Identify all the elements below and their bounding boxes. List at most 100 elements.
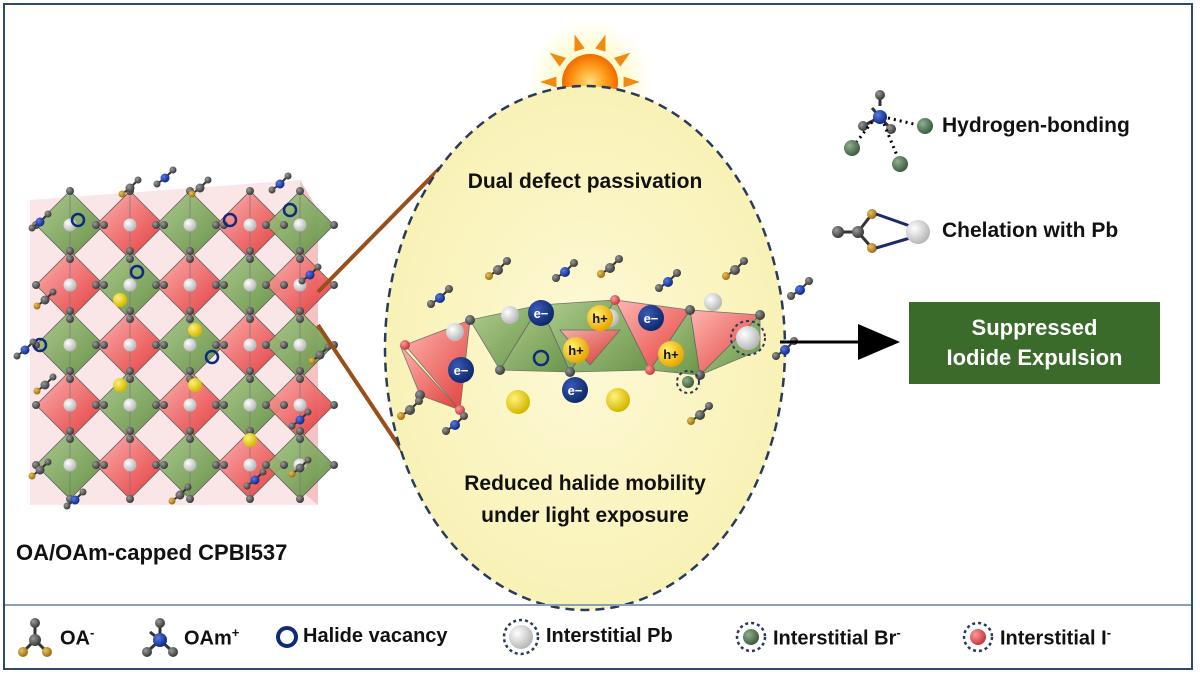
legend-oam: OAm+ (184, 625, 239, 651)
ligand-atom (397, 412, 405, 420)
halide-atom (296, 307, 304, 315)
hydrogen-bond-icon (844, 90, 933, 172)
cs-atom (113, 293, 127, 307)
pb-atom (243, 338, 257, 352)
ligand-atom (168, 497, 176, 505)
legend-int-br-text: Interstitial Br (773, 627, 897, 650)
halide-atom (152, 401, 160, 409)
pb-atom (63, 398, 77, 412)
sun-ray (613, 52, 631, 67)
halide-atom (126, 247, 134, 255)
ligand-atom (49, 288, 57, 296)
ligand-atom (560, 267, 570, 277)
halide-atom (186, 307, 194, 315)
ligand-atom (570, 259, 578, 267)
slab-pb (501, 306, 519, 324)
electron-label: e− (534, 306, 549, 321)
hole-label: h+ (592, 311, 608, 326)
ligand-atom (663, 277, 673, 287)
halide-atom (212, 401, 220, 409)
halide-atom (280, 281, 288, 289)
vacancy-ring (222, 212, 238, 228)
halide-atom (246, 495, 254, 503)
interstitial-i-icon (962, 621, 994, 653)
ligand-atom (79, 488, 87, 496)
hole (658, 341, 684, 367)
halide-atom (66, 315, 74, 323)
ligand-atom (442, 427, 450, 435)
halide-atom (160, 281, 168, 289)
sun-ray (595, 34, 606, 52)
ligand-atom (730, 265, 740, 275)
result-box: Suppressed Iodide Expulsion (909, 302, 1160, 384)
halide-atom (186, 495, 194, 503)
halide-atom (126, 367, 134, 375)
halide-atom (330, 221, 338, 229)
interstitial-pb (736, 326, 760, 350)
pb-atom (63, 278, 77, 292)
legend-int-br: Interstitial Br- (773, 625, 901, 651)
legend-oa-sup: - (90, 625, 95, 640)
pb-atom (243, 278, 257, 292)
halide-atom (296, 427, 304, 435)
halide-atom (246, 307, 254, 315)
pb-atom (243, 398, 257, 412)
halide-atom (246, 375, 254, 383)
ligand-atom (118, 190, 126, 198)
ligand-atom (49, 373, 57, 381)
interstitial-pb-icon (502, 618, 540, 656)
ligand-atom (153, 180, 161, 188)
cs-atom (506, 390, 530, 414)
halide-atom (220, 341, 228, 349)
halide-atom (330, 461, 338, 469)
ligand-atom (63, 502, 71, 510)
cs-atom (188, 323, 202, 337)
interstitial-ring (730, 320, 766, 356)
halide-atom (100, 401, 108, 409)
halide-atom (280, 221, 288, 229)
ligand-atom (295, 415, 305, 425)
halide-atom (296, 247, 304, 255)
mobility-caption-line2: under light exposure (481, 504, 689, 527)
legend-int-i-sup: - (1106, 625, 1112, 640)
ligand-atom (304, 408, 312, 416)
halide-atom (186, 435, 194, 443)
halide-atom (186, 367, 194, 375)
pb-atom (63, 458, 77, 472)
pb-atom (183, 218, 197, 232)
ligand-atom (35, 465, 45, 475)
ligand-atom (44, 210, 52, 218)
cs-atom (243, 433, 257, 447)
legend-int-br-sup: - (896, 625, 901, 640)
ligand-atom (445, 285, 453, 293)
oam-icon (142, 618, 178, 657)
electron-label: e− (568, 383, 583, 398)
ligand-atom (460, 412, 468, 420)
halide-atom (152, 281, 160, 289)
zoom-line-top (316, 166, 442, 294)
ligand-atom (40, 380, 50, 390)
ligand-atom (13, 352, 21, 360)
halide-atom (100, 341, 108, 349)
halide-atom (246, 247, 254, 255)
legend-oa: OA- (60, 625, 94, 651)
halide-atom (66, 427, 74, 435)
halide-atom (66, 307, 74, 315)
ligand-atom (284, 172, 292, 180)
hole (587, 305, 613, 331)
legend-oam-text: OAm (184, 627, 232, 650)
electron (638, 305, 664, 331)
ligand-atom (405, 405, 415, 415)
ligand-atom (35, 217, 45, 227)
slab-atom (495, 365, 505, 375)
halide-atom (66, 187, 74, 195)
halide-atom (212, 341, 220, 349)
interstitial-br-icon (735, 621, 767, 653)
halide-atom (66, 375, 74, 383)
ligand-atom (204, 176, 212, 184)
ligand-atom (288, 422, 296, 430)
legend-int-pb: Interstitial Pb (546, 625, 673, 647)
result-line1: Suppressed (971, 315, 1098, 340)
halide-atom (126, 315, 134, 323)
slab-atom (610, 295, 620, 305)
